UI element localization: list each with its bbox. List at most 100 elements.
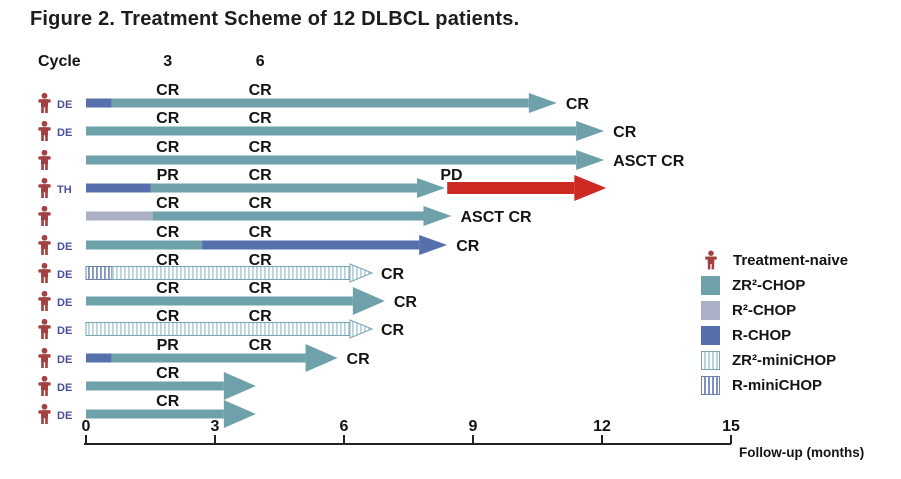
legend-label: R-CHOP: [732, 326, 792, 344]
patient-label: DE: [57, 410, 72, 422]
response-label: CR: [249, 167, 273, 184]
patient-row-3: CR CR ASCT CR: [38, 139, 685, 171]
response-label: PD: [440, 167, 462, 184]
legend-swatch-striped-light: [701, 350, 720, 370]
response-label: CR: [156, 393, 180, 410]
response-label: CR: [156, 110, 180, 127]
treatment-segment-ZR2-CHOP: [152, 211, 424, 221]
response-label: PR: [157, 167, 180, 184]
cycle-header-tick: 3: [163, 53, 172, 70]
end-outcome-label: ASCT CR: [461, 209, 533, 226]
legend-label: R²-CHOP: [732, 301, 797, 319]
x-axis-tick-label: 12: [593, 418, 611, 435]
response-label: CR: [156, 139, 180, 156]
x-axis-title: Follow-up (months): [739, 445, 864, 460]
arrowhead: [349, 263, 374, 283]
response-label: PR: [157, 337, 180, 354]
treatment-naive-person-icon: [38, 92, 51, 114]
legend-item-blue: R-CHOP: [701, 325, 848, 345]
arrowhead: [528, 93, 557, 113]
end-outcome-label: CR: [566, 96, 590, 113]
response-label: CR: [156, 195, 180, 212]
legend-swatch-striped-dark: [701, 375, 720, 395]
arrowhead: [349, 319, 374, 339]
x-axis-tick-label: 9: [469, 418, 478, 435]
legend-item-striped-dark: R-miniCHOP: [701, 375, 848, 395]
treatment-segment-ZR2-CHOP: [86, 155, 577, 165]
legend-swatch-teal: [701, 275, 720, 295]
response-label: CR: [249, 82, 273, 99]
legend-label: ZR²-CHOP: [732, 276, 806, 294]
patient-label: DE: [57, 99, 72, 111]
patient-label: DE: [57, 241, 72, 253]
treatment-segment-ZR2-CHOP: [86, 296, 353, 306]
patient-label: DE: [57, 325, 72, 337]
end-outcome-label: CR: [381, 266, 405, 283]
legend-item-person: Treatment-naive: [701, 250, 848, 270]
response-label: CR: [156, 252, 180, 269]
response-label: CR: [249, 224, 273, 241]
treatment-naive-person-icon: [38, 177, 51, 199]
response-label: CR: [156, 308, 180, 325]
treatment-segment-ZR2-CHOP: [86, 126, 577, 136]
legend-item-lavender: R²-CHOP: [701, 300, 848, 320]
treatment-segment-R-CHOP: [86, 353, 112, 363]
arrowhead: [223, 400, 256, 428]
treatment-segment-R-CHOP: [86, 183, 151, 193]
arrowhead: [419, 235, 448, 255]
arrowhead: [223, 372, 256, 400]
response-label: CR: [156, 365, 180, 382]
treatment-segment-R-miniCHOP: [85, 266, 113, 280]
response-label: CR: [249, 252, 273, 269]
treatment-naive-person-icon: [38, 262, 51, 284]
response-label: CR: [249, 110, 273, 127]
end-outcome-label: CR: [613, 124, 637, 141]
treatment-naive-person-icon: [38, 403, 51, 425]
treatment-segment-ZR2-CHOP: [86, 240, 203, 250]
treatment-naive-person-icon: [38, 347, 51, 369]
treatment-naive-person-icon: [38, 375, 51, 397]
treatment-naive-person-icon: [38, 120, 51, 142]
legend-swatch-lavender: [701, 300, 720, 320]
arrowhead: [576, 121, 605, 141]
progression-bar: [447, 182, 575, 194]
patient-row-5: CR CR ASCT CR: [38, 195, 533, 227]
legend-label: R-miniCHOP: [732, 376, 822, 394]
end-outcome-label: ASCT CR: [613, 153, 685, 170]
treatment-naive-person-icon: [38, 234, 51, 256]
arrowhead: [417, 178, 446, 198]
x-axis-tick-label: 15: [722, 418, 740, 435]
arrowhead: [423, 206, 452, 226]
treatment-segment-R2-CHOP: [86, 211, 153, 221]
cycle-header-tick: 6: [256, 53, 265, 70]
response-label: CR: [249, 308, 273, 325]
legend-item-teal: ZR²-CHOP: [701, 275, 848, 295]
response-label: CR: [249, 139, 273, 156]
x-axis-tick-label: 6: [340, 418, 349, 435]
treatment-segment-ZR2-CHOP: [111, 353, 306, 363]
treatment-naive-person-icon: [38, 149, 51, 171]
legend-label: ZR²-miniCHOP: [732, 351, 837, 369]
response-label: CR: [249, 337, 273, 354]
response-label: CR: [249, 195, 273, 212]
treatment-naive-person-icon: [38, 205, 51, 227]
treatment-segment-R-CHOP: [202, 240, 420, 250]
legend-swatch-blue: [701, 325, 720, 345]
end-outcome-label: CR: [394, 294, 418, 311]
patient-label: DE: [57, 382, 72, 394]
end-outcome-label: CR: [456, 238, 480, 255]
treatment-segment-ZR2-miniCHOP: [85, 322, 351, 336]
treatment-segment-ZR2-CHOP: [86, 409, 224, 419]
x-axis-tick-label: 3: [211, 418, 220, 435]
